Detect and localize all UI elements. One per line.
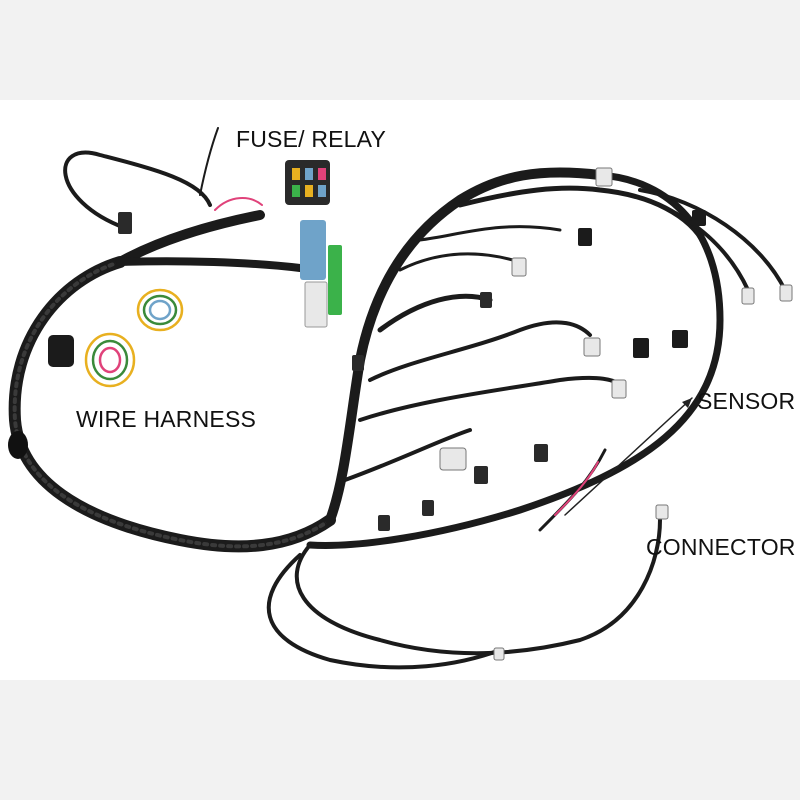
right-long-arc	[306, 171, 724, 549]
central-trunk	[325, 167, 605, 525]
top-background-band	[0, 0, 800, 100]
lower-wire-1	[294, 518, 662, 656]
top-left-loop-wire	[63, 150, 212, 230]
main-harness-loop	[8, 256, 336, 553]
pigtail-coils	[84, 288, 184, 388]
inner-branch-d	[343, 428, 472, 482]
main-harness-loop-texture	[12, 260, 332, 549]
fuse-relay-label: FUSE/ RELAY	[236, 126, 387, 152]
fuse-relay-block	[285, 160, 330, 205]
lower-wire-2	[266, 553, 502, 670]
inner-branch-f	[418, 225, 562, 242]
wire-harness-label: WIRE HARNESS	[76, 406, 257, 432]
sensor-wire-pink	[554, 461, 599, 516]
sensor-arrow-head	[682, 398, 692, 408]
antenna-wire	[199, 127, 219, 196]
sensor-connectors	[352, 167, 793, 661]
sensor-label: SENSOR	[697, 388, 796, 414]
upper-right-branch-3	[638, 188, 787, 292]
black-connector-left	[48, 335, 74, 367]
inner-branch-e	[398, 252, 522, 272]
inner-branch-b	[368, 320, 592, 382]
pcm-connectors	[300, 220, 342, 328]
pcm-branch	[116, 257, 304, 272]
bottom-background-band	[0, 680, 800, 800]
sensor-arrow-line	[564, 397, 693, 516]
upper-trunk	[115, 210, 265, 267]
connector-label: CONNECTOR	[646, 534, 796, 560]
fuse-pink-wire	[214, 197, 263, 211]
black-connector-top	[118, 212, 132, 234]
inner-branch-c	[358, 375, 622, 422]
harness-grommet	[8, 431, 28, 459]
inner-branch-a	[377, 293, 493, 333]
upper-right-branch-2	[598, 188, 750, 292]
